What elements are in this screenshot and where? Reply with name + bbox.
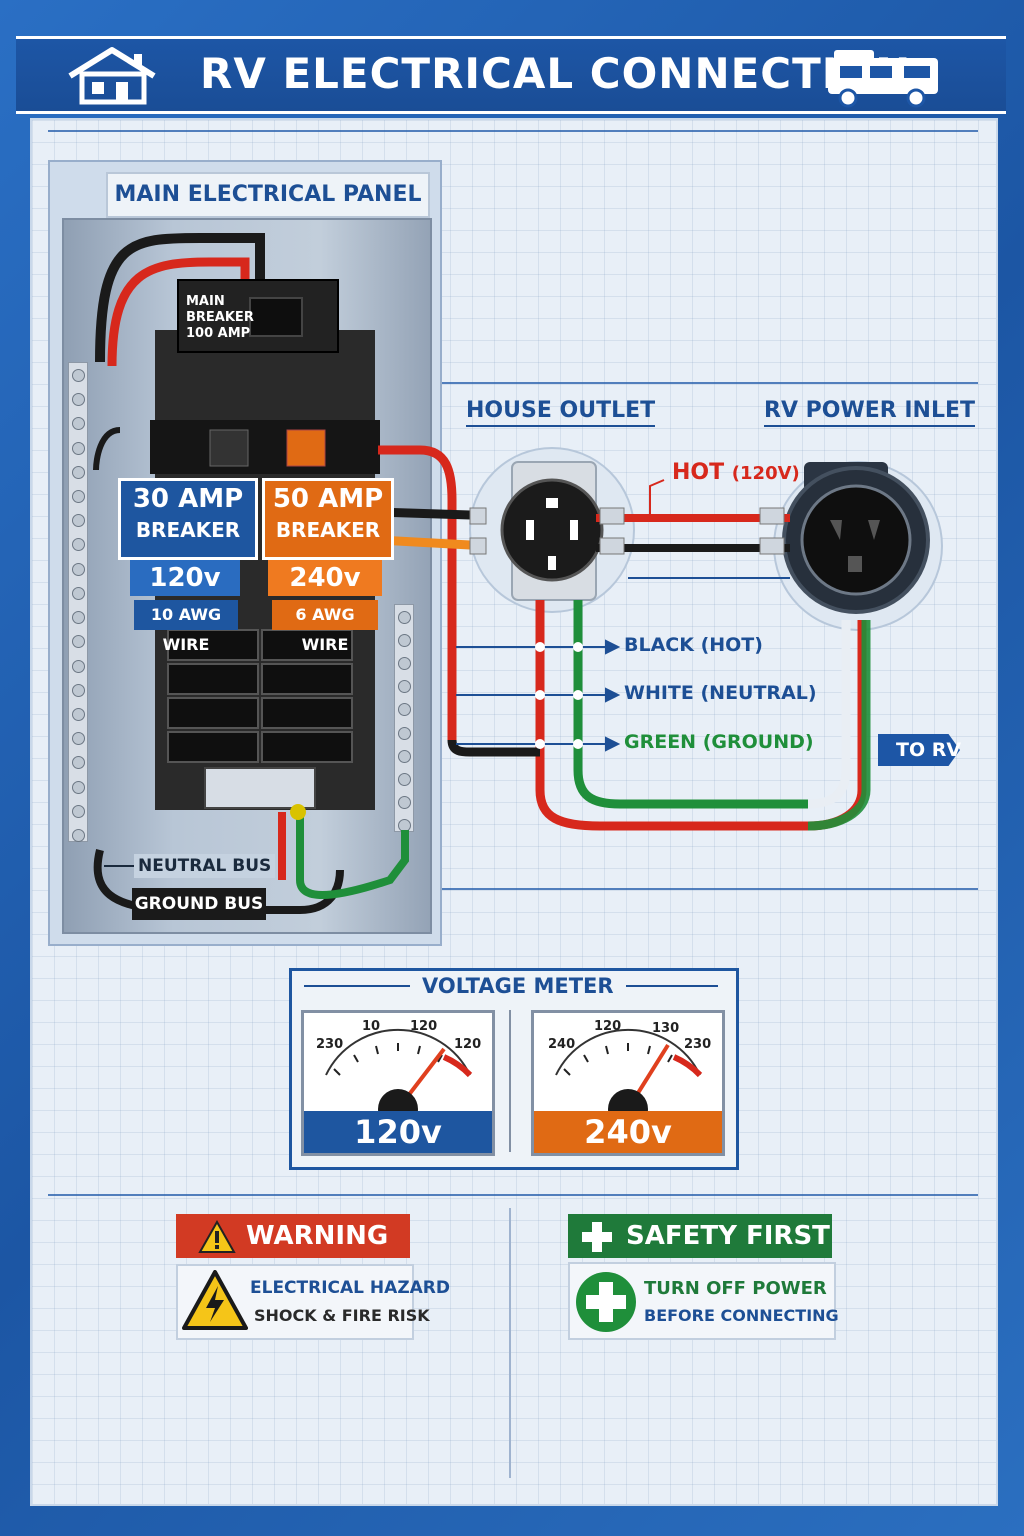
gauge-120v-value: 120v: [304, 1111, 492, 1153]
safety-title: SAFETY FIRST: [626, 1221, 830, 1251]
divider-bottom: [48, 1194, 978, 1196]
bus-screw: [398, 657, 411, 671]
neutral-bus-label: NEUTRAL BUS: [134, 854, 276, 878]
white-neutral-label: WHITE (NEUTRAL): [624, 682, 817, 704]
bus-screw: [72, 393, 85, 407]
bus-screw: [398, 795, 411, 809]
bus-screw: [398, 749, 411, 763]
gauge-240v-dial: [555, 1028, 703, 1129]
bus-screw: [72, 562, 85, 576]
hot-label: HOT (120V): [672, 460, 800, 485]
bus-screw: [398, 611, 411, 624]
gauge-240v: 240 120 130 230 240v: [531, 1010, 725, 1156]
gauge-240v-value: 240v: [534, 1111, 722, 1153]
voltage-meter-title: VOLTAGE METER: [410, 972, 626, 1000]
safety-header: SAFETY FIRST: [568, 1214, 832, 1258]
gauge-120v: 230 10 120 120 120v: [301, 1010, 495, 1156]
bus-screw: [72, 417, 85, 431]
divider-top: [48, 130, 978, 132]
divider-connection-bottom: [440, 888, 978, 890]
bus-screw: [398, 634, 411, 648]
bus-screw: [72, 829, 85, 842]
electric-hazard-icon: [182, 1270, 248, 1330]
divider-vertical: [509, 1208, 511, 1478]
breaker-50-amp-callout: 50 AMP BREAKER: [262, 478, 394, 560]
bus-screw: [72, 659, 85, 673]
warning-icon: [198, 1220, 236, 1253]
safety-cross-circle-icon: [576, 1272, 636, 1332]
page-title: RV ELECTRICAL CONNECTION: [200, 49, 912, 98]
breaker-30-amp-callout: 30 AMP BREAKER: [118, 478, 258, 560]
bus-screw: [72, 369, 85, 382]
main-panel-title: MAIN ELECTRICAL PANEL: [106, 172, 430, 218]
house-outlet-label: HOUSE OUTLET: [466, 398, 656, 427]
bus-screw: [398, 772, 411, 786]
breaker-50-wire-gauge: 6 AWG WIRE: [272, 600, 378, 654]
gauge-120v-dial: [325, 1028, 473, 1129]
bus-screw: [398, 680, 411, 694]
bus-screw: [72, 586, 85, 600]
safety-line-2: BEFORE CONNECTING: [644, 1306, 839, 1325]
neutral-bus-pointer: [104, 865, 134, 867]
bus-screw: [72, 683, 85, 697]
warning-line-2: SHOCK & FIRE RISK: [254, 1306, 430, 1325]
bus-screw: [72, 514, 85, 528]
bus-screw: [398, 726, 411, 740]
connection-wiring: [447, 447, 943, 831]
warning-line-1: ELECTRICAL HAZARD: [250, 1278, 450, 1298]
main-breaker-label: MAIN BREAKER 100 AMP: [186, 294, 254, 341]
bus-screw: [72, 804, 85, 818]
breaker-30-voltage: 120v: [130, 560, 240, 596]
bus-screw: [72, 465, 85, 479]
bus-screw: [72, 780, 85, 794]
bus-screw: [398, 703, 411, 717]
neutral-bus-bar: [68, 362, 88, 842]
safety-line-1: TURN OFF POWER: [644, 1278, 827, 1299]
divider-connection-top: [440, 382, 978, 384]
bus-screw: [72, 707, 85, 721]
meter-divider: [509, 1010, 511, 1152]
bus-screw: [72, 490, 85, 504]
bus-screw: [72, 538, 85, 552]
breaker-30-wire-gauge: 10 AWG WIRE: [134, 600, 238, 654]
cross-icon: [582, 1222, 612, 1252]
warning-header: WARNING: [176, 1214, 410, 1258]
breaker-50-voltage: 240v: [268, 560, 382, 596]
green-ground-label: GREEN (GROUND): [624, 731, 814, 753]
black-hot-label: BLACK (HOT): [624, 634, 763, 656]
rv-icon: [828, 50, 938, 108]
to-rv-arrow: [878, 734, 960, 766]
bus-screw: [72, 756, 85, 770]
to-rv-label: TO RV: [896, 739, 962, 761]
bus-screw: [72, 611, 85, 625]
warning-title: WARNING: [246, 1221, 389, 1251]
bus-screw: [72, 441, 85, 455]
ground-bus-bar: [394, 604, 414, 832]
bus-screw: [72, 732, 85, 746]
ground-bus-label: GROUND BUS: [132, 888, 266, 920]
house-icon: [68, 47, 156, 105]
rv-inlet-label: RV POWER INLET: [764, 398, 975, 427]
bus-screw: [72, 635, 85, 649]
